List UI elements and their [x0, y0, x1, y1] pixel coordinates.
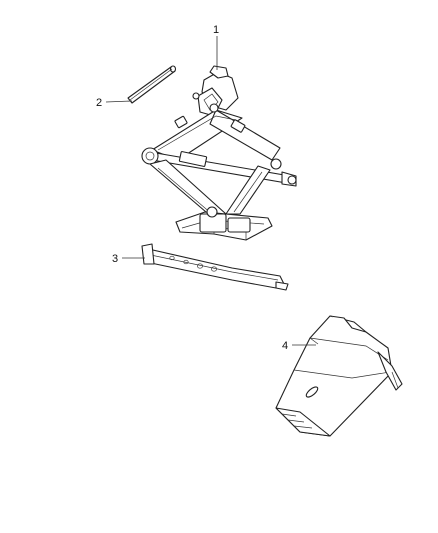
callout-2-label: 2 [96, 97, 102, 109]
part-4-wheel-chock [275, 315, 403, 437]
callout-4-label: 4 [282, 340, 288, 352]
callout-2: 2 [96, 97, 133, 109]
part-1-scissor-jack [141, 65, 297, 241]
callout-1-label: 1 [213, 24, 219, 36]
callout-1: 1 [213, 24, 219, 70]
callout-3-label: 3 [112, 253, 118, 265]
part-2-jack-handle-rod [127, 65, 177, 104]
callout-3: 3 [112, 253, 145, 265]
part-3-jack-handle-wrench [141, 243, 289, 291]
callout-4: 4 [282, 340, 316, 352]
